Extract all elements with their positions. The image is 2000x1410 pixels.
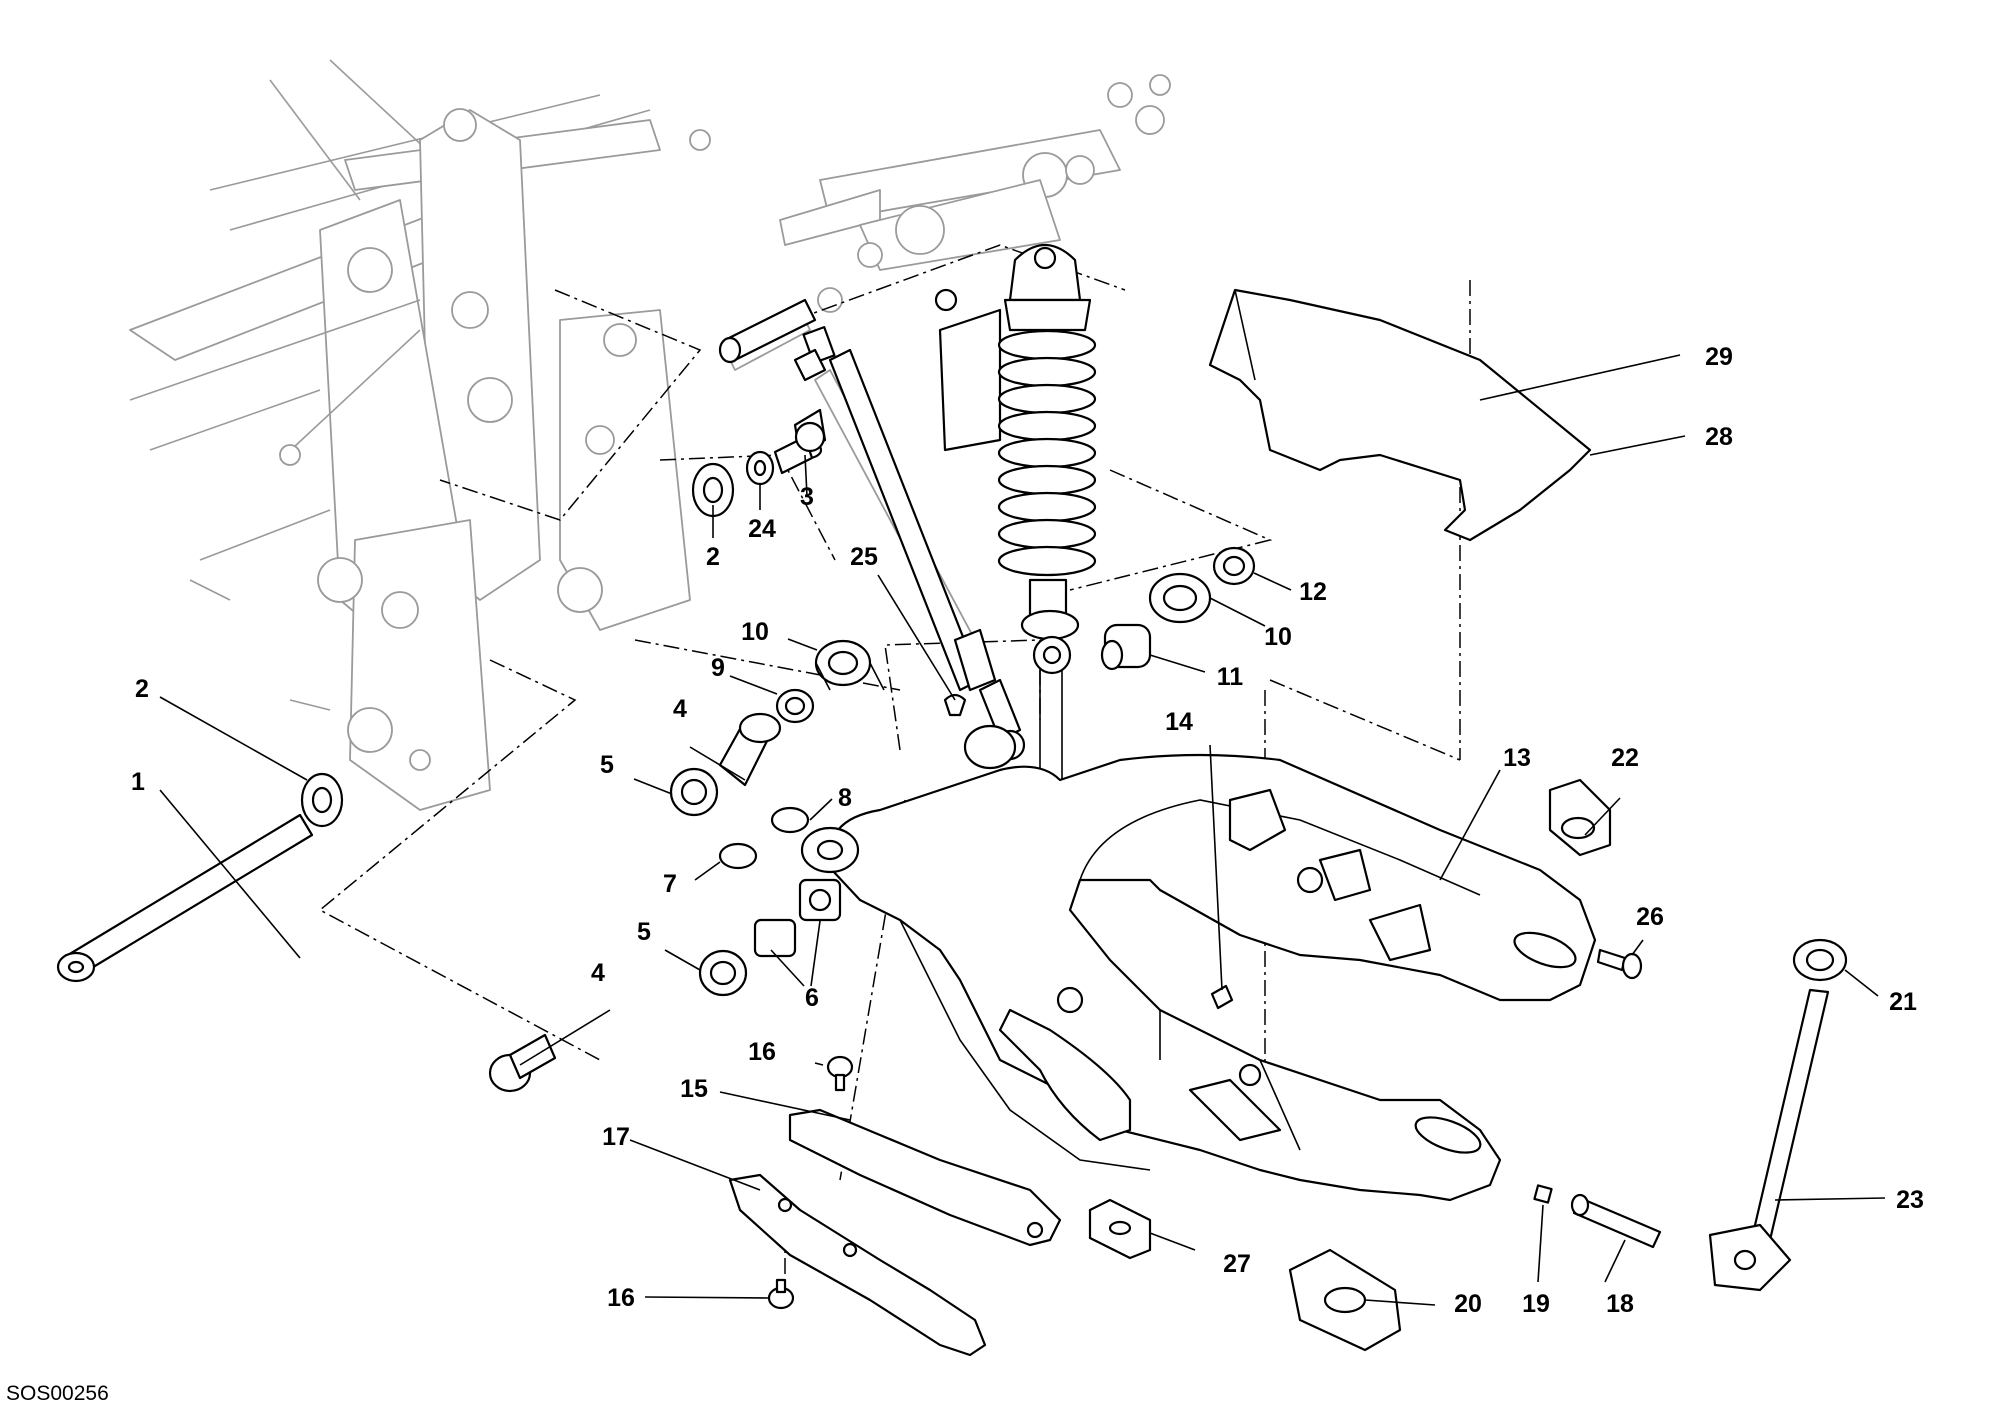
callout-21: 21 — [1889, 988, 1917, 1016]
callout-4: 4 — [673, 695, 687, 723]
callout-6: 6 — [805, 984, 819, 1012]
callout-5: 5 — [637, 918, 651, 946]
part-12-ring — [1212, 546, 1256, 586]
callout-25: 25 — [850, 543, 878, 571]
callout-1: 1 — [131, 768, 145, 796]
callout-22: 22 — [1611, 744, 1639, 772]
callout-9: 9 — [711, 654, 725, 682]
linkage-rod — [802, 326, 1026, 761]
callout-18: 18 — [1606, 1290, 1634, 1318]
callout-4: 4 — [591, 959, 605, 987]
part-18-bolt — [1570, 1193, 1662, 1249]
part-19-sleeve — [1533, 1184, 1553, 1204]
callout-10: 10 — [1264, 623, 1292, 651]
part-28-cover — [1208, 288, 1592, 542]
callout-28: 28 — [1705, 423, 1733, 451]
callout-19: 19 — [1522, 1290, 1550, 1318]
callout-14: 14 — [1165, 708, 1193, 736]
drawing-code: SOS00256 — [6, 1382, 109, 1405]
part-9-bushing — [775, 688, 815, 724]
part-24-washer — [745, 450, 775, 486]
part-27-pad — [1088, 1198, 1152, 1260]
shock-absorber — [934, 244, 1097, 790]
part-15-chain-guide — [788, 1108, 1062, 1247]
callout-13: 13 — [1503, 744, 1531, 772]
part-8-seal — [770, 806, 810, 834]
part-21-nut — [1792, 938, 1848, 982]
callout-2: 2 — [135, 675, 149, 703]
callout-23: 23 — [1896, 1186, 1924, 1214]
callout-27: 27 — [1223, 1250, 1251, 1278]
part-16-screw — [767, 1055, 854, 1310]
part-26-screw — [1596, 948, 1643, 980]
callout-17: 17 — [602, 1123, 630, 1151]
part-7-seal — [718, 842, 758, 870]
part-5-ring — [669, 767, 748, 997]
leader-lines — [159, 354, 1886, 1306]
part-17-chain-guard — [728, 1173, 987, 1357]
callout-16: 16 — [607, 1284, 635, 1312]
part-1-pivot-axle — [56, 813, 314, 983]
callout-8: 8 — [838, 784, 852, 812]
callout-labels: 1 2 2 24 3 25 10 9 4 5 8 7 5 4 6 12 10 1… — [131, 343, 1924, 1318]
callout-20: 20 — [1454, 1290, 1482, 1318]
part-2-plate — [300, 462, 735, 828]
callout-2: 2 — [706, 543, 720, 571]
swingarm — [800, 724, 1597, 1202]
part-23-wheel-axle — [1708, 988, 1830, 1292]
callout-15: 15 — [680, 1075, 708, 1103]
callout-11: 11 — [1217, 663, 1244, 691]
part-11-bushing — [1100, 623, 1152, 671]
part-10-bushing-right — [1148, 572, 1212, 624]
part-4-spacer — [488, 712, 782, 1093]
callout-29: 29 — [1705, 343, 1733, 371]
part-20-block — [1288, 1248, 1402, 1352]
callout-12: 12 — [1299, 578, 1327, 606]
callout-24: 24 — [748, 515, 776, 543]
shock-spring — [997, 329, 1097, 577]
callout-5: 5 — [600, 751, 614, 779]
callout-3: 3 — [800, 483, 814, 511]
part-3-bolt — [773, 421, 826, 475]
callout-26: 26 — [1636, 903, 1664, 931]
part-6-bearing — [753, 878, 842, 958]
callout-7: 7 — [663, 870, 677, 898]
part-10-bushing — [814, 639, 885, 691]
callout-16: 16 — [748, 1038, 776, 1066]
callout-10: 10 — [741, 618, 769, 646]
